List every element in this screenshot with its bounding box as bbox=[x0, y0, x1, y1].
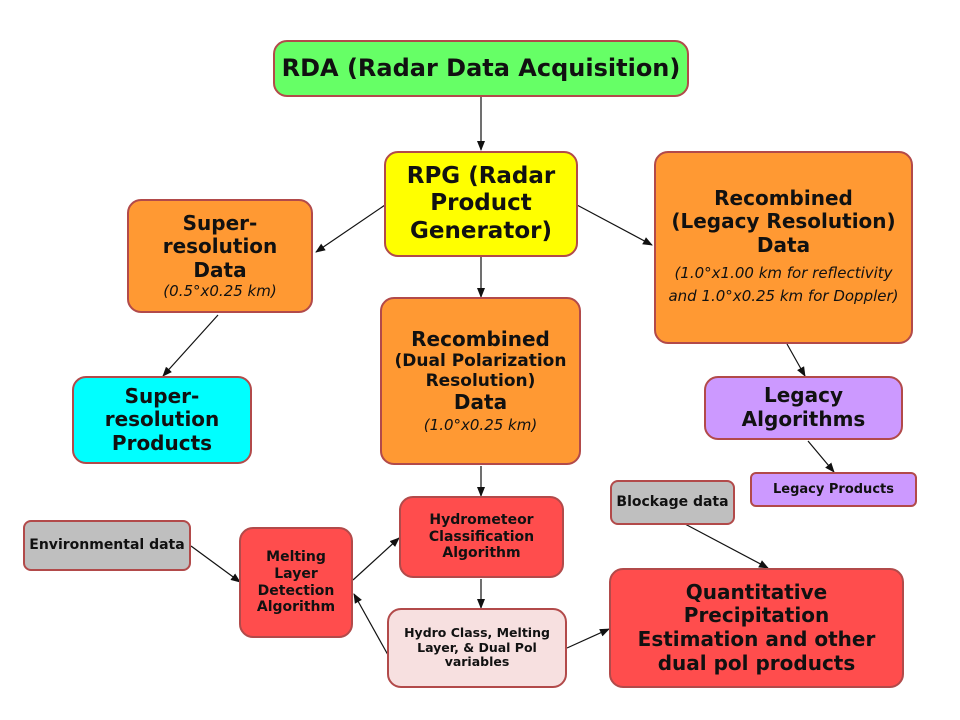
super-resolution-data-title: Super-resolution Data bbox=[162, 210, 278, 282]
environmental-data-box: Environmental data bbox=[23, 520, 191, 571]
rpg-box: RPG (Radar Product Generator) bbox=[384, 151, 578, 257]
hydrometeor-classification-box: Hydrometeor Classification Algorithm bbox=[399, 496, 564, 578]
rda-title: RDA (Radar Data Acquisition) bbox=[281, 54, 681, 83]
qpe-title: Quantitative Precipitation Estimation an… bbox=[637, 579, 876, 675]
arrow-melting-to-hydro-alg bbox=[352, 537, 400, 581]
dual-pol-data-title-mid: (Dual Polarization Resolution) bbox=[394, 351, 567, 392]
rda-box: RDA (Radar Data Acquisition) bbox=[273, 40, 689, 97]
legacy-algorithms-box: Legacy Algorithms bbox=[704, 376, 903, 440]
hydro-class-variables-title: Hydro Class, Melting Layer, & Dual Pol v… bbox=[404, 624, 550, 670]
super-resolution-data-box: Super-resolution Data (0.5°x0.25 km) bbox=[127, 199, 313, 313]
arrow-env-data-to-melting bbox=[190, 545, 241, 583]
rpg-title: RPG (Radar Product Generator) bbox=[406, 163, 556, 244]
melting-layer-box: Melting Layer Detection Algorithm bbox=[239, 527, 353, 638]
arrow-super-data-to-super-products bbox=[162, 314, 219, 377]
arrow-blockage-to-qpe bbox=[684, 523, 769, 569]
dual-pol-data-title: Recombined bbox=[411, 326, 550, 351]
hydrometeor-classification-title: Hydrometeor Classification Algorithm bbox=[428, 512, 535, 562]
environmental-data-title: Environmental data bbox=[29, 537, 185, 554]
legacy-products-box: Legacy Products bbox=[750, 472, 917, 507]
blockage-data-title: Blockage data bbox=[616, 494, 729, 511]
dual-pol-data-title-end: Data bbox=[453, 390, 508, 415]
dual-pol-data-detail: (1.0°x0.25 km) bbox=[423, 415, 538, 434]
blockage-data-box: Blockage data bbox=[610, 480, 735, 525]
super-resolution-products-title: Super-resolution Products bbox=[104, 383, 220, 455]
melting-layer-title: Melting Layer Detection Algorithm bbox=[256, 549, 336, 616]
arrow-legacy-data-to-legacy-alg bbox=[786, 343, 806, 377]
super-resolution-products-box: Super-resolution Products bbox=[72, 376, 252, 464]
legacy-resolution-data-title: Recombined (Legacy Resolution) Data bbox=[671, 185, 896, 258]
legacy-resolution-data-box: Recombined (Legacy Resolution) Data (1.0… bbox=[654, 151, 913, 344]
arrow-rpg-to-super-data bbox=[315, 204, 386, 253]
dual-pol-data-box: Recombined (Dual Polarization Resolution… bbox=[380, 297, 581, 465]
arrow-hydro-class-to-melting bbox=[353, 593, 389, 656]
hydro-class-variables-box: Hydro Class, Melting Layer, & Dual Pol v… bbox=[387, 608, 567, 688]
arrow-rpg-to-legacy-data bbox=[576, 204, 653, 246]
arrow-hydro-class-to-qpe bbox=[566, 628, 610, 649]
legacy-algorithms-title: Legacy Algorithms bbox=[741, 383, 866, 431]
legacy-products-title: Legacy Products bbox=[773, 481, 894, 497]
arrow-legacy-alg-to-legacy-products bbox=[807, 440, 835, 473]
super-resolution-data-detail: (0.5°x0.25 km) bbox=[163, 281, 277, 300]
qpe-box: Quantitative Precipitation Estimation an… bbox=[609, 568, 904, 688]
legacy-resolution-data-detail: (1.0°x1.00 km for reflectivity and 1.0°x… bbox=[668, 263, 899, 305]
